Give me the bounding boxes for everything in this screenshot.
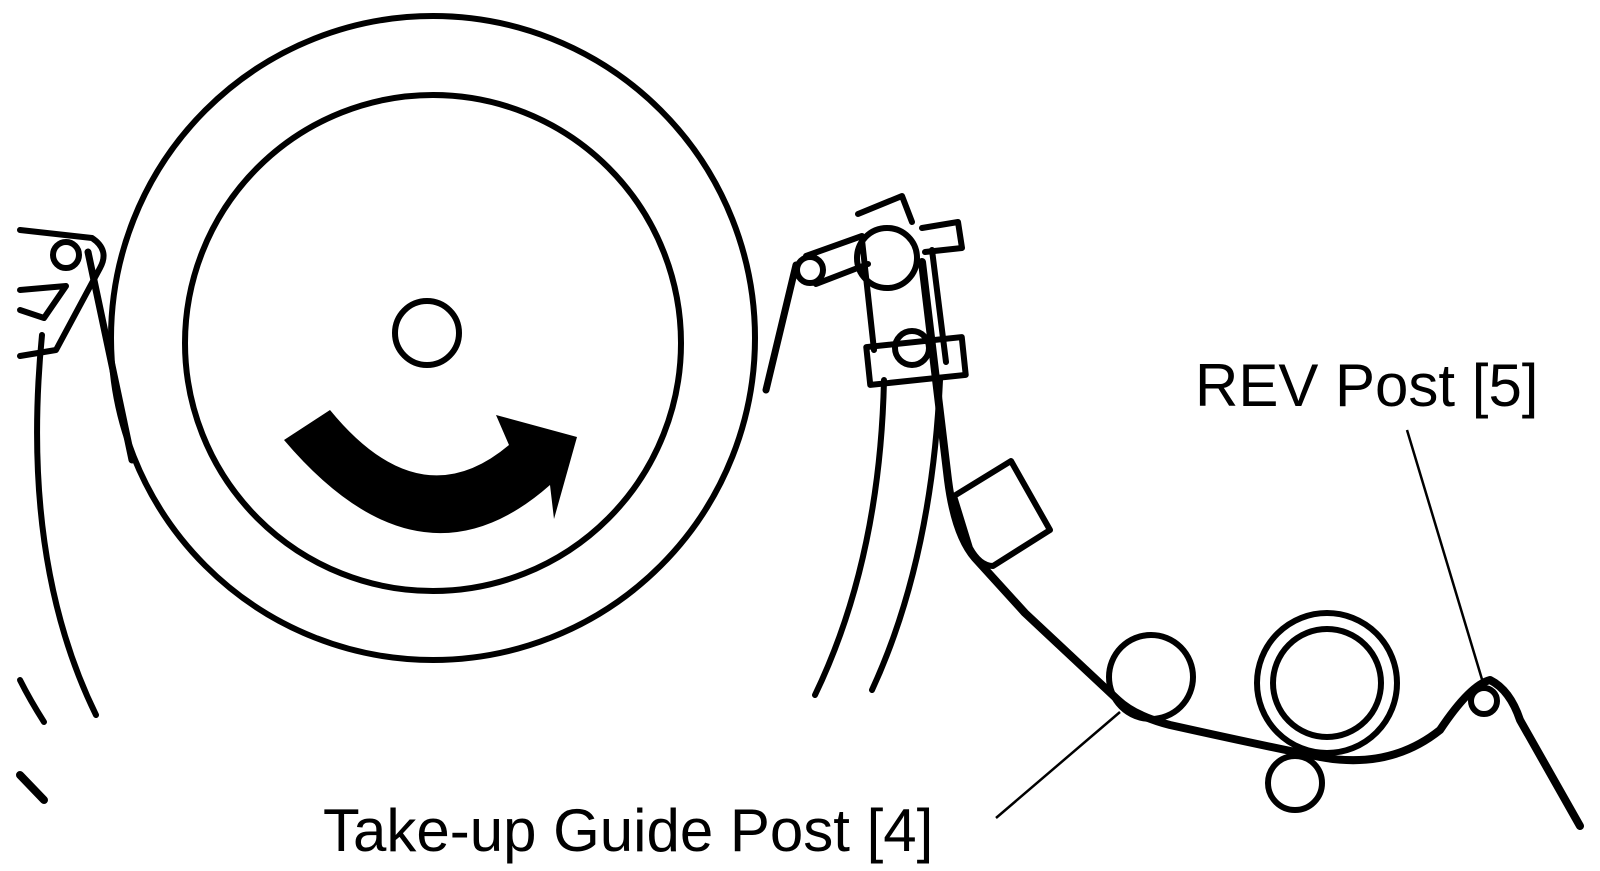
guide-frame (859, 237, 949, 365)
guide-lower-post (892, 328, 932, 368)
take-up-guide-post (1106, 632, 1196, 722)
tape-main-path (918, 258, 1584, 830)
take-up-reel (108, 13, 758, 663)
left-triangle-part (17, 283, 69, 321)
guide-top-bracket (855, 193, 965, 255)
curved-guide-outer (812, 377, 887, 698)
take-up-guide-post-label: Take-up Guide Post [4] (323, 797, 933, 864)
curved-guide-inner (869, 377, 943, 693)
left-bottom-dash (16, 771, 48, 804)
left-edge-mechanism (16, 227, 136, 804)
rev-post-label: REV Post [5] (1195, 352, 1538, 419)
guide-roller (854, 225, 920, 291)
reel-inner-hub-ring (182, 92, 684, 594)
tape-reel-to-post (762, 261, 800, 394)
reel-spindle (392, 298, 462, 368)
left-bottom-arc (17, 677, 47, 725)
left-curved-guide (34, 332, 99, 718)
take-up-guide-leader (995, 711, 1121, 819)
rev-post-leader (1405, 429, 1486, 687)
capstan-outer (1254, 610, 1400, 756)
right-rollers (1106, 610, 1500, 813)
leader-lines (995, 429, 1486, 819)
rev-post (1468, 685, 1500, 717)
pinch-roller (1265, 753, 1325, 813)
tension-arm-post (794, 254, 826, 286)
guide-bottom-bracket (863, 334, 969, 388)
reel-outer-flange (108, 13, 758, 663)
left-guide-post (50, 239, 82, 271)
center-guide-assembly (762, 193, 969, 698)
clockwise-arrow-icon (284, 410, 577, 534)
capstan-inner (1270, 626, 1384, 740)
left-post-bracket (17, 227, 107, 359)
